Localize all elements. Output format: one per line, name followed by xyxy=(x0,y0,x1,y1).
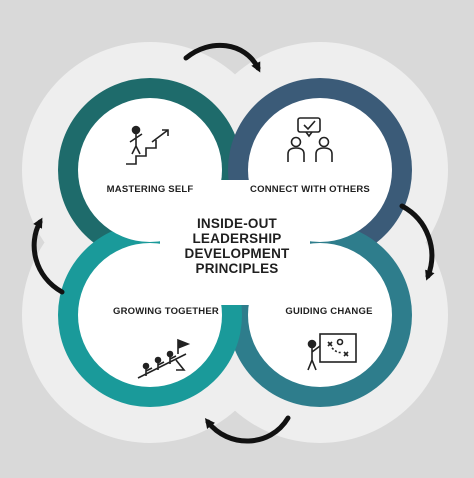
label-guiding-change: GUIDING CHANGE xyxy=(285,306,373,317)
cycle-arrow-left xyxy=(31,217,65,295)
center-title-line-4: PRINCIPLES xyxy=(195,261,279,276)
team-climbing-flag-icon xyxy=(137,338,191,379)
cycle-arrow-bottom xyxy=(204,415,291,444)
cycle-arrow-right xyxy=(399,203,435,281)
label-connect-with-others: CONNECT WITH OTHERS xyxy=(250,184,370,195)
cycle-arrow-top xyxy=(183,42,261,73)
center-title: INSIDE-OUT LEADERSHIP DEVELOPMENT PRINCI… xyxy=(167,216,307,276)
cycle-arrows xyxy=(31,42,435,444)
two-people-chat-icon xyxy=(287,117,333,162)
center-title-line-3: DEVELOPMENT xyxy=(184,246,290,261)
person-climbing-stairs-icon xyxy=(126,125,169,165)
label-growing-together: GROWING TOGETHER xyxy=(113,306,219,317)
inner-white xyxy=(78,98,392,387)
center-title-line-2: LEADERSHIP xyxy=(192,231,282,246)
person-strategy-board-icon xyxy=(307,333,357,371)
center-title-line-1: INSIDE-OUT xyxy=(196,216,277,231)
label-mastering-self: MASTERING SELF xyxy=(106,184,194,195)
